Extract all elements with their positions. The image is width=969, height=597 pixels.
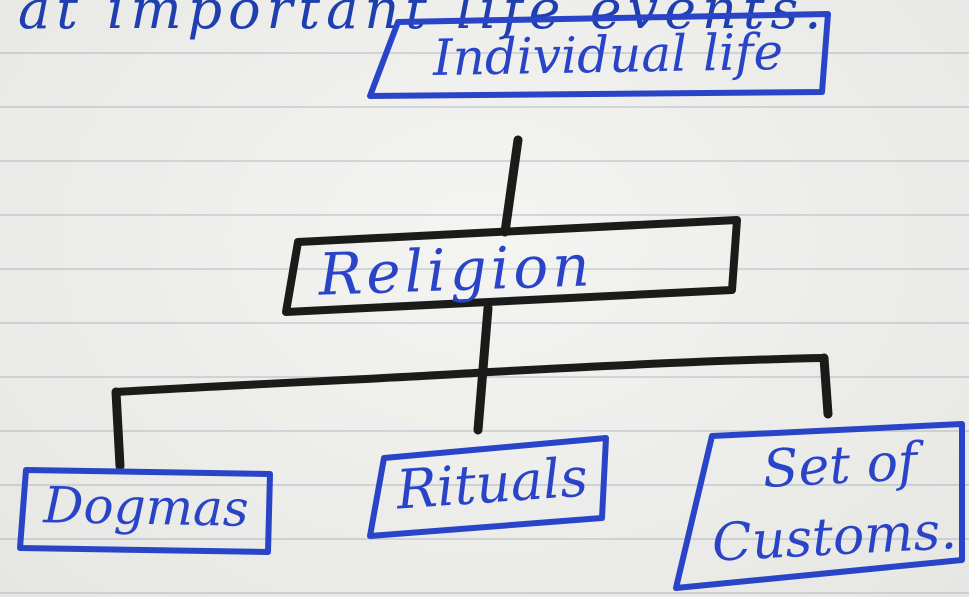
set-of-customs-label-line2: Customs.	[710, 500, 959, 574]
religion-label: Religion	[317, 231, 595, 309]
connector-individual-to-religion	[500, 135, 523, 237]
religion-box	[282, 216, 741, 316]
rituals-box	[367, 435, 609, 539]
connector-branch-bar	[112, 354, 826, 396]
dogmas-box	[17, 467, 273, 555]
set-of-customs-label-line1: Set of	[761, 432, 919, 500]
set-of-customs-box	[673, 421, 965, 591]
connector-to-dogmas	[111, 387, 125, 471]
individual-life-label: Individual life	[432, 22, 784, 88]
connector-to-customs	[819, 353, 833, 419]
individual-life-box	[367, 11, 831, 99]
dogmas-label: Dogmas	[42, 476, 250, 538]
